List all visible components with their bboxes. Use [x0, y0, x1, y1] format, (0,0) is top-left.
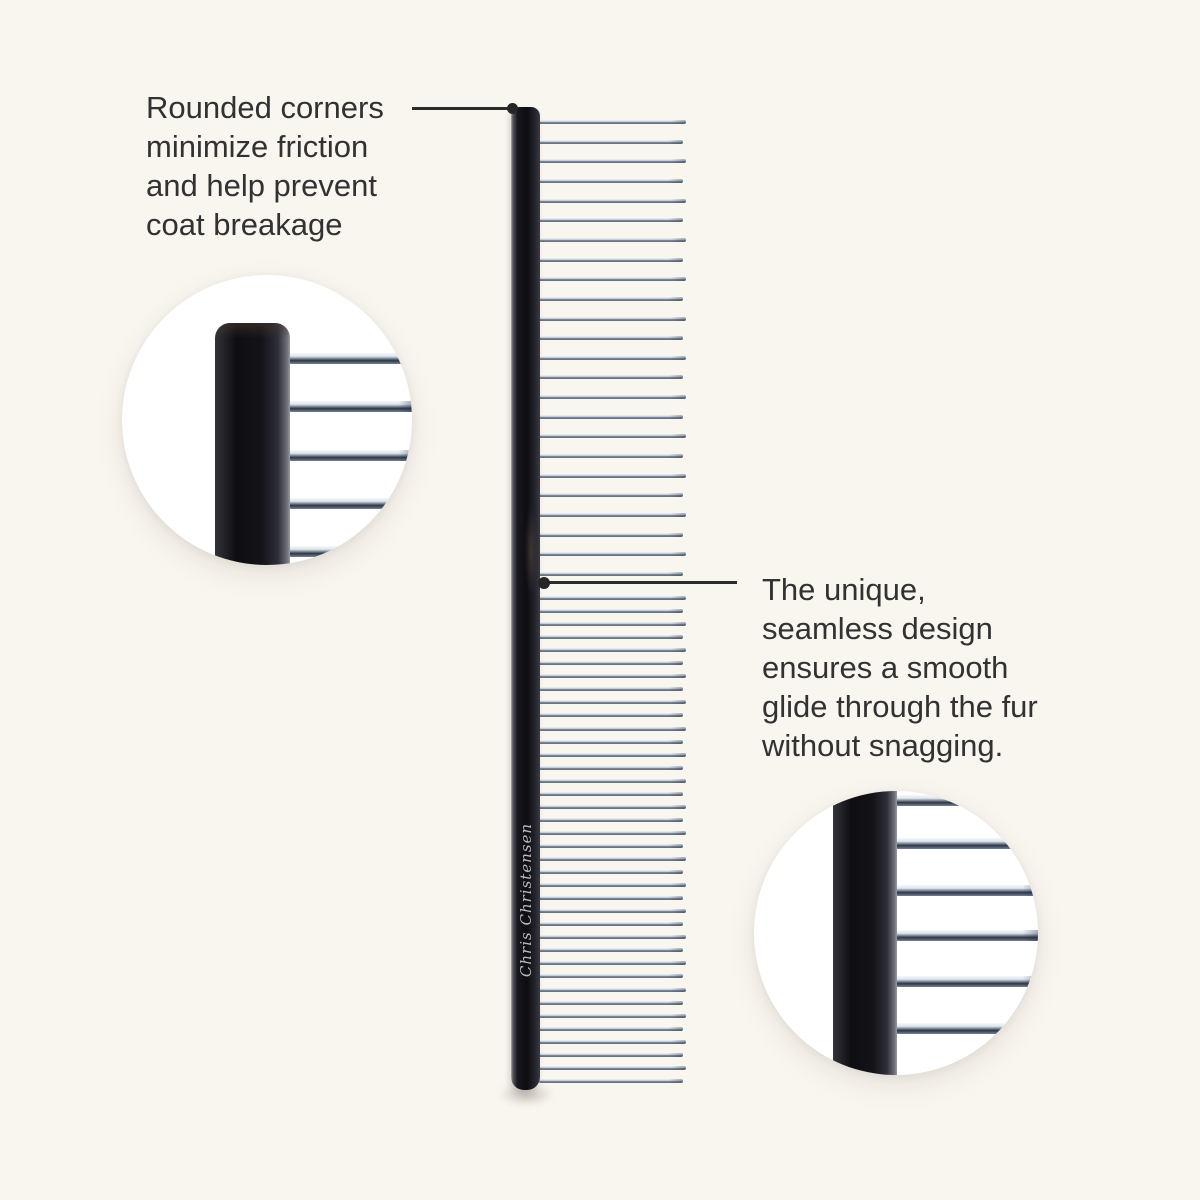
comb-tooth-fine: [539, 713, 683, 718]
comb-tooth-coarse: [539, 120, 686, 124]
comb-tooth-fine: [539, 935, 686, 940]
inset-tooth: [895, 1023, 1038, 1034]
comb-tooth-coarse: [539, 395, 686, 400]
comb-tooth-fine: [539, 817, 683, 822]
comb-tooth-fine: [539, 687, 683, 692]
comb-tooth-fine: [539, 726, 686, 731]
comb-tooth-fine: [539, 909, 686, 914]
inset-tooth: [288, 401, 412, 412]
comb-tooth-coarse: [539, 159, 686, 164]
inset-tooth: [288, 353, 412, 364]
comb-tooth-coarse: [539, 178, 683, 183]
comb-tooth-fine: [539, 1065, 686, 1070]
comb-tooth-fine: [539, 596, 686, 600]
comb-tooth-coarse: [539, 277, 686, 282]
inset-tooth: [288, 546, 412, 557]
comb-tooth-fine: [539, 609, 683, 614]
callout-dot-rounded-corners: [507, 103, 518, 114]
comb-tooth-coarse: [539, 257, 683, 262]
comb-tooth-fine: [539, 635, 683, 640]
comb-tooth-fine: [539, 752, 686, 757]
inset-tooth: [895, 885, 1038, 896]
comb-tooth-coarse: [539, 375, 683, 380]
comb-tooth-coarse: [539, 513, 686, 517]
spine-reflection: [524, 505, 538, 597]
comb-tooth-coarse: [539, 218, 683, 223]
inset-tooth: [895, 976, 1038, 987]
comb-tooth-fine: [539, 1078, 683, 1083]
inset-seam-detail: [754, 791, 1038, 1075]
comb-tooth-coarse: [539, 296, 683, 301]
comb-tooth-fine: [539, 961, 686, 966]
comb-tooth-coarse: [539, 434, 686, 439]
comb-tooth-coarse: [539, 336, 683, 341]
inset-tooth: [895, 838, 1038, 849]
comb-tooth-fine: [539, 830, 686, 835]
comb-tooth-fine: [539, 622, 686, 627]
comb-tooth-coarse: [539, 454, 683, 459]
comb-tooth-coarse: [539, 571, 683, 576]
comb-tooth-fine: [539, 922, 683, 927]
inset-top-corner-detail: [122, 275, 412, 565]
comb-tooth-fine: [539, 857, 686, 861]
comb-tooth-fine: [539, 739, 683, 744]
comb-tooth-fine: [539, 648, 686, 653]
comb-tooth-fine: [539, 948, 683, 953]
inset-tooth: [288, 498, 412, 509]
comb-tooth-fine: [539, 804, 686, 809]
annotation-rounded-corners: Rounded corners minimize friction and he…: [146, 90, 384, 242]
inset-teeth: [122, 275, 412, 565]
comb-tooth-fine: [539, 974, 683, 979]
comb-tooth-fine: [539, 870, 683, 875]
callout-dot-seamless-design: [538, 577, 550, 589]
inset-spine-bar: [833, 791, 897, 1075]
comb-tooth-fine: [539, 1013, 686, 1018]
comb-tooth-coarse: [539, 473, 686, 478]
comb-tooth-fine: [539, 843, 683, 848]
inset-teeth: [754, 791, 1038, 1075]
comb-tooth-fine: [539, 987, 686, 992]
comb-tooth-fine: [539, 1000, 683, 1005]
comb-tooth-fine: [539, 896, 683, 901]
comb-tooth-coarse: [539, 414, 683, 419]
inset-tooth: [895, 930, 1038, 941]
comb-tooth-fine: [539, 883, 686, 888]
comb-tooth-coarse: [539, 552, 686, 557]
comb-tooth-fine: [539, 700, 686, 705]
comb-tooth-fine: [539, 791, 683, 796]
comb-tooth-fine: [539, 661, 683, 666]
comb-spine: Chris Christensen: [511, 107, 540, 1090]
comb-tooth-coarse: [539, 237, 686, 242]
annotation-seamless-design: The unique, seamless design ensures a sm…: [762, 572, 1038, 763]
inset-tooth: [288, 450, 412, 461]
comb-tooth-coarse: [539, 532, 683, 537]
comb-tooth-fine: [539, 765, 683, 770]
comb-tooth-coarse: [539, 316, 686, 321]
comb-tooth-fine: [539, 1039, 686, 1044]
inset-tooth: [895, 795, 1038, 806]
callout-line-rounded-corners: [412, 107, 513, 110]
comb-tooth-coarse: [539, 198, 686, 203]
comb-tooth-coarse: [539, 139, 683, 144]
comb-tooth-fine: [539, 1052, 683, 1057]
comb-tooth-fine: [539, 1026, 683, 1031]
callout-line-seamless-design: [544, 581, 737, 584]
brand-signature: Chris Christensen: [516, 822, 535, 978]
comb-tooth-coarse: [539, 355, 686, 360]
comb-tooth-fine: [539, 674, 686, 679]
inset-spine-bar: [215, 323, 290, 565]
comb-tooth-coarse: [539, 493, 683, 498]
comb-tooth-fine: [539, 778, 686, 783]
